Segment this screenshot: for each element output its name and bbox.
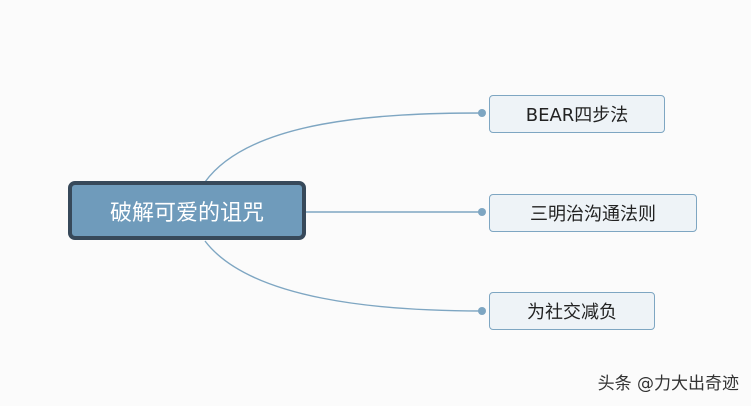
subtopic-node-social-burden[interactable]: 为社交减负 [489, 292, 655, 330]
subtopic-node-sandwich-rule[interactable]: 三明治沟通法则 [489, 194, 697, 232]
connector-root-to-child-2 [204, 240, 483, 312]
subtopic-label: 为社交减负 [527, 302, 617, 323]
subtopic-label: 三明治沟通法则 [530, 204, 656, 225]
connector-dot-child-0 [478, 109, 486, 117]
root-topic-label: 破解可爱的诅咒 [109, 200, 264, 226]
subtopic-label: BEAR四步法 [525, 105, 629, 126]
connector-root-to-child-0 [204, 112, 483, 183]
connector-dot-child-2 [478, 307, 486, 315]
root-topic-node[interactable]: 破解可爱的诅咒 [68, 181, 306, 240]
connector-dot-child-1 [478, 208, 486, 216]
subtopic-node-bear-method[interactable]: BEAR四步法 [489, 95, 665, 133]
watermark-text: 头条 @力大出奇迹 [597, 374, 739, 394]
